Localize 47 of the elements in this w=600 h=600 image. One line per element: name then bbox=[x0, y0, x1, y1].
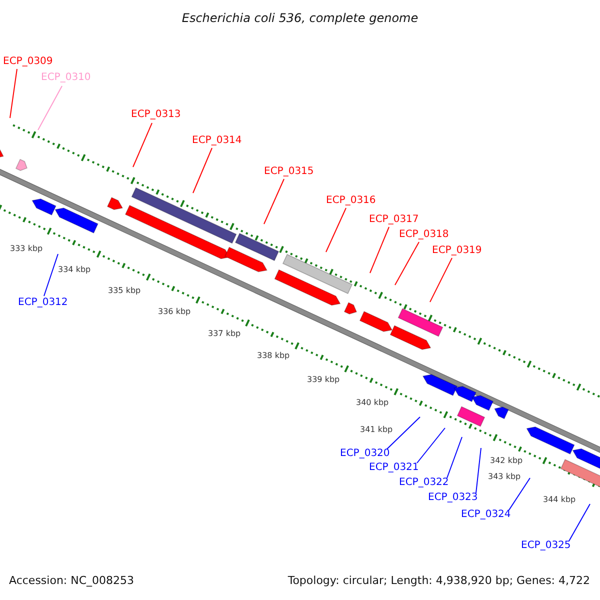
gene-label: ECP_0309 bbox=[3, 57, 53, 67]
position-label: 335 kbp bbox=[108, 287, 141, 295]
gene-label: ECP_0320 bbox=[340, 449, 390, 459]
position-label: 343 kbp bbox=[488, 473, 521, 481]
leader-line bbox=[386, 416, 420, 450]
gene-label: ECP_0317 bbox=[369, 215, 419, 225]
position-label: 336 kbp bbox=[158, 308, 191, 316]
leader-line bbox=[44, 254, 58, 296]
gene-label: ECP_0315 bbox=[264, 167, 314, 177]
position-label: 338 kbp bbox=[257, 352, 290, 360]
leader-line bbox=[370, 226, 390, 274]
position-label: 341 kbp bbox=[360, 426, 393, 434]
position-label: 333 kbp bbox=[10, 245, 43, 253]
leader-line bbox=[132, 122, 152, 168]
gene-label: ECP_0321 bbox=[369, 463, 419, 473]
map-title: Escherichia coli 536, complete genome bbox=[180, 12, 420, 24]
gene-label: ECP_0314 bbox=[192, 136, 242, 146]
gene-label: ECP_0312 bbox=[18, 298, 68, 308]
leader-line bbox=[446, 436, 462, 478]
accession-text: Accession: NC_008253 bbox=[9, 575, 134, 586]
gene-label: ECP_0316 bbox=[326, 196, 376, 206]
position-label: 339 kbp bbox=[307, 376, 340, 384]
leader-line bbox=[430, 258, 452, 302]
leader-line bbox=[10, 68, 18, 118]
leader-line bbox=[394, 242, 420, 286]
gene-label: ECP_0322 bbox=[399, 478, 449, 488]
gene-label: ECP_0318 bbox=[399, 230, 449, 240]
gene-label: ECP_0323 bbox=[428, 493, 478, 503]
gene-label: ECP_0325 bbox=[521, 541, 571, 551]
leader-line bbox=[38, 86, 62, 130]
position-label: 340 kbp bbox=[356, 399, 389, 407]
genome-summary-text: Topology: circular; Length: 4,938,920 bp; Genes: 4,722 bbox=[288, 575, 590, 586]
position-label: 337 kbp bbox=[208, 330, 241, 338]
leader-line bbox=[326, 208, 346, 252]
leader-line bbox=[568, 504, 590, 542]
gene-label: ECP_0324 bbox=[461, 510, 511, 520]
position-label: 334 kbp bbox=[58, 266, 91, 274]
position-label: 342 kbp bbox=[490, 457, 523, 465]
gene-label: ECP_0319 bbox=[432, 246, 482, 256]
position-label: 344 kbp bbox=[543, 496, 576, 504]
leader-line bbox=[192, 148, 212, 194]
gene-label: ECP_0310 bbox=[41, 73, 91, 83]
leader-line bbox=[264, 178, 284, 224]
leader-line bbox=[476, 448, 482, 494]
gene-label: ECP_0313 bbox=[131, 110, 181, 120]
leader-line bbox=[508, 478, 530, 510]
leader-line bbox=[416, 428, 446, 464]
